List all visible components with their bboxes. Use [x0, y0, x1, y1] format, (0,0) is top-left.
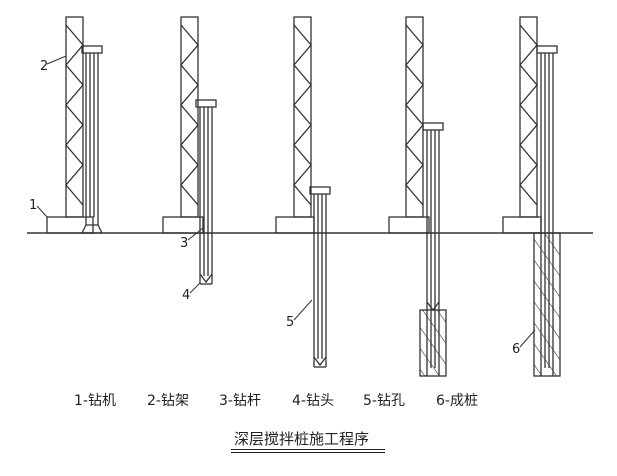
- leader-3: [187, 227, 204, 241]
- rig-1-rod-head: [81, 45, 103, 54]
- rig-5-mast-lattice: [519, 24, 538, 206]
- rig-1-mast-lattice: [65, 24, 84, 206]
- rig-3-rod-head: [309, 186, 331, 195]
- callout-6: 6: [512, 342, 521, 357]
- rig-1-drill-bit: [80, 224, 104, 234]
- callout-5: 5: [286, 315, 295, 330]
- caption-underline-1: [231, 449, 385, 450]
- rig-5-mast: [519, 16, 538, 218]
- legend-item-drill-bit: 4-钻头: [292, 393, 334, 409]
- rig-1-mast: [65, 16, 84, 218]
- rig-5-machine-base: [502, 216, 542, 234]
- leader-2: [46, 55, 67, 65]
- rig-4-mast-lattice: [405, 24, 424, 206]
- leader-6: [519, 329, 536, 348]
- leader-5: [293, 299, 313, 321]
- rig-5-rod-head: [536, 45, 558, 54]
- rig-5-pile: [533, 232, 561, 377]
- rig-4-machine-base: [388, 216, 430, 234]
- legend-item-borehole: 5-钻孔: [363, 393, 405, 409]
- rig-4-mast: [405, 16, 424, 218]
- rig-3-mast: [293, 16, 312, 218]
- legend-item-drill-frame: 2-钻架: [147, 393, 189, 409]
- callout-1: 1: [29, 198, 38, 213]
- leader-4: [189, 282, 201, 294]
- rig-3-machine-base: [275, 216, 315, 234]
- legend-item-drill-rig: 1-钻机: [74, 393, 116, 409]
- rig-2-machine-base: [162, 216, 204, 234]
- rig-4-drill-bit-tip: [426, 301, 440, 312]
- rig-2-rod-head: [195, 99, 217, 108]
- rig-2-mast-lattice: [180, 24, 199, 206]
- rig-3-mast-lattice: [293, 24, 312, 206]
- legend-item-drill-rod: 3-钻杆: [219, 393, 261, 409]
- caption-underline-2: [231, 452, 385, 453]
- leader-1: [36, 205, 48, 218]
- callout-2: 2: [40, 59, 49, 74]
- rig-3-drill-bit-tip: [313, 356, 327, 367]
- callout-4: 4: [182, 288, 191, 303]
- legend-item-finished-pile: 6-成桩: [436, 393, 478, 409]
- rig-4-pile: [419, 309, 447, 377]
- rig-4-rod-head: [422, 122, 444, 131]
- rig-2-mast: [180, 16, 199, 218]
- callout-3: 3: [180, 236, 189, 251]
- rig-2-drill-bit-tip: [199, 273, 213, 284]
- figure-caption: 深层搅拌桩施工程序: [234, 430, 370, 448]
